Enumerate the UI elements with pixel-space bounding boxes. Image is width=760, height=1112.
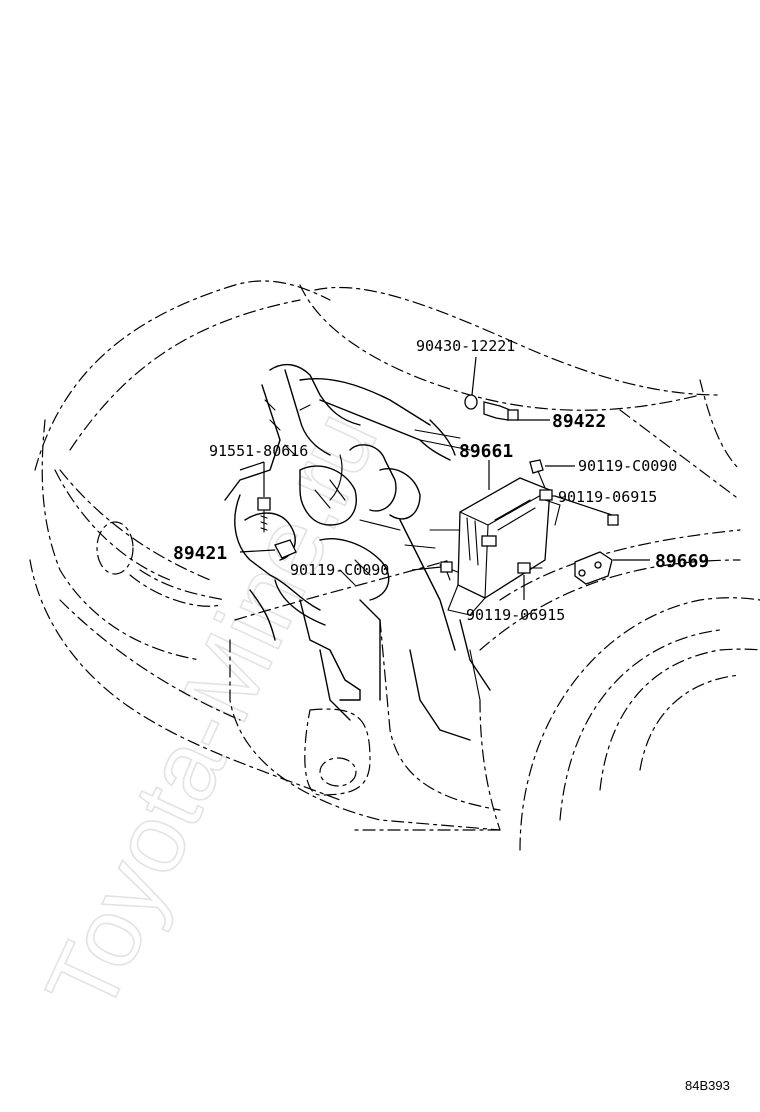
label-90119-c0090-b: 90119-C0090	[290, 561, 389, 579]
label-90119-06915-b: 90119-06915	[466, 606, 565, 624]
label-90119-c0090-a: 90119-C0090	[578, 457, 677, 475]
bolt-91551	[257, 497, 271, 511]
bolt-06915-b	[517, 562, 531, 574]
sensor-89422-plug	[507, 409, 519, 421]
part-labels: 90430-12221 89422 91551-80616 89661 9011…	[173, 337, 709, 624]
leader-lines	[239, 356, 650, 600]
small-parts	[257, 394, 619, 585]
gasket-part	[464, 394, 478, 410]
bolt-06915-a	[539, 489, 553, 501]
label-89422: 89422	[552, 411, 606, 432]
label-90430-12221: 90430-12221	[416, 337, 515, 355]
bolt-c0090-a	[529, 459, 544, 474]
sensor-89422	[483, 401, 511, 421]
label-89669: 89669	[655, 551, 709, 572]
car-body-outline	[29, 280, 760, 851]
sensor-89421	[274, 539, 297, 559]
diagram-code: 84B393	[685, 1078, 730, 1093]
label-89661: 89661	[459, 441, 513, 462]
label-89421: 89421	[173, 543, 227, 564]
bolt-c0090-b	[440, 561, 453, 573]
bolt-06915-a2	[607, 514, 619, 526]
label-90119-06915-a: 90119-06915	[558, 488, 657, 506]
label-91551-80616: 91551-80616	[209, 442, 308, 460]
bracket-89669	[574, 551, 613, 585]
engine-block	[224, 363, 491, 741]
